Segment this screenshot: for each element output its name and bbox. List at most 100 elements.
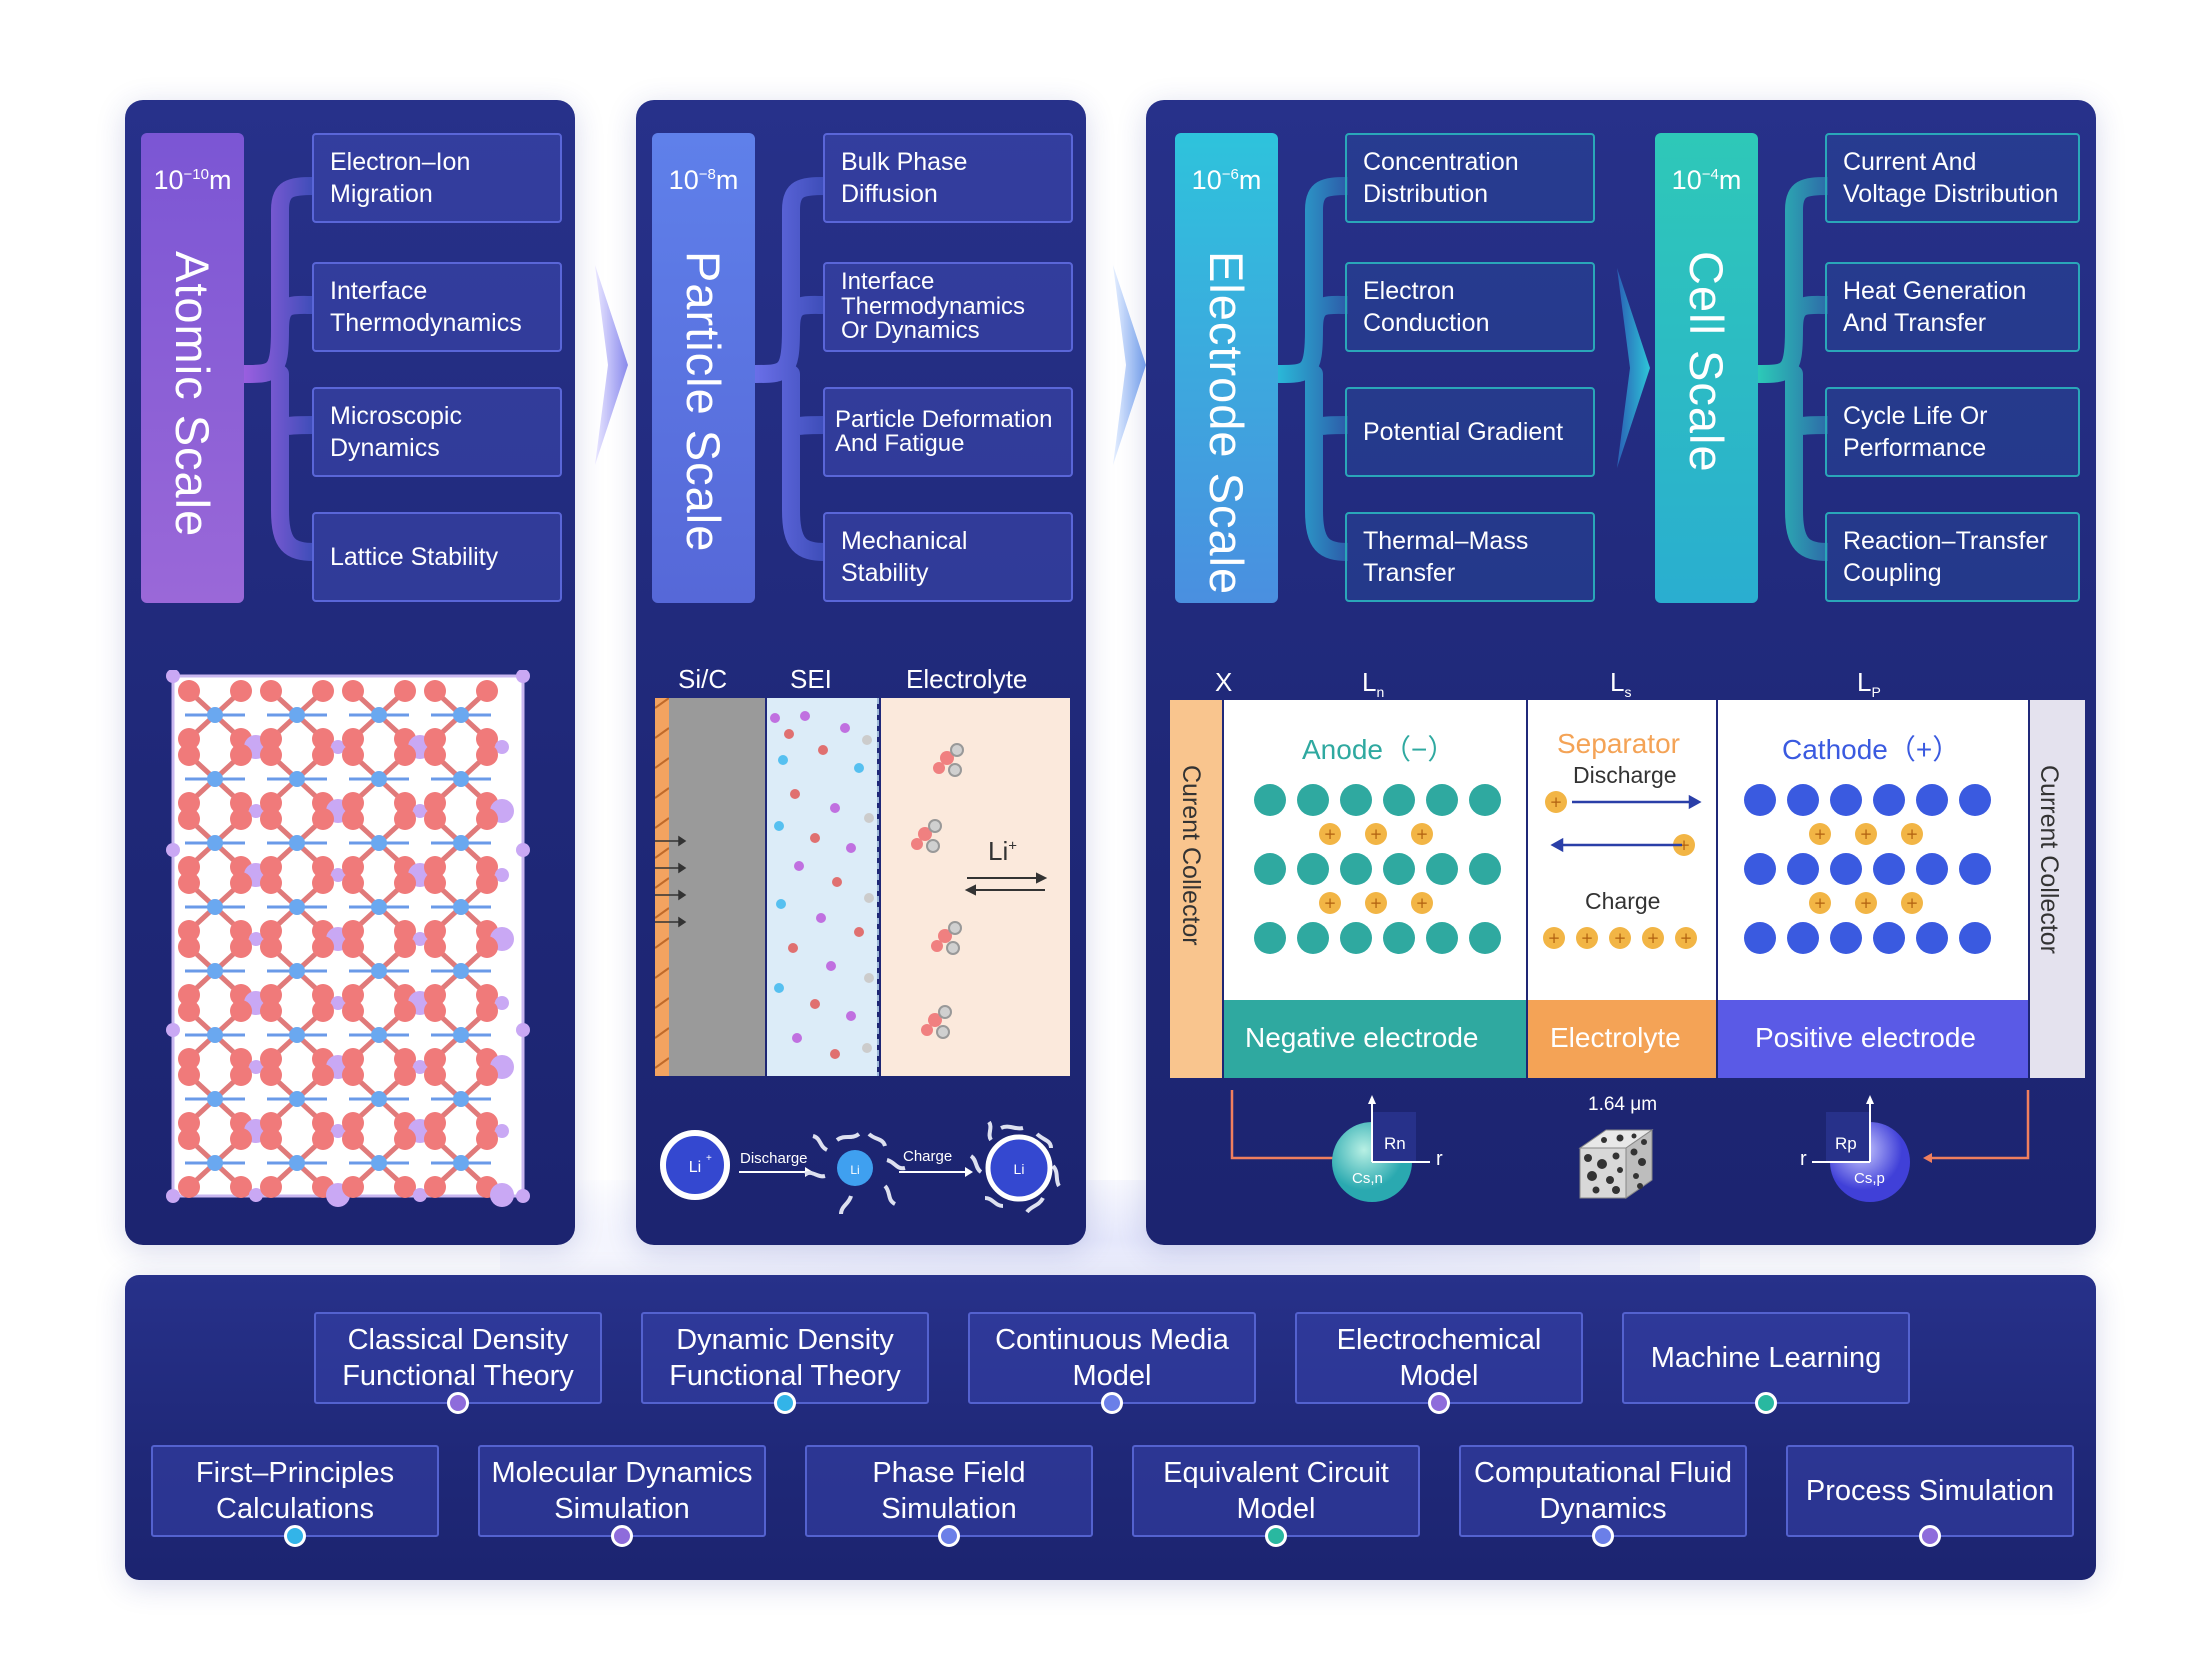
metal-atom — [371, 899, 387, 915]
oxygen-atom — [342, 872, 364, 894]
plus-icon: + — [1416, 825, 1429, 843]
oxygen-atom — [342, 728, 364, 750]
lithium-ion — [1365, 892, 1387, 914]
oxygen-atom — [476, 728, 498, 750]
label-ls: Ls — [1610, 667, 1632, 701]
oxygen-atom — [394, 792, 416, 814]
oxygen-atom — [342, 1112, 364, 1134]
method-dot — [1592, 1525, 1614, 1547]
cathode-atom — [1873, 922, 1905, 954]
battery-cell-diagram: ++++++ ++++++ +++++++ — [1170, 700, 2085, 1078]
label-sei: SEI — [790, 664, 832, 694]
oxygen-atom — [230, 920, 252, 942]
oxygen-atom — [424, 808, 446, 830]
oxygen-atom — [394, 872, 416, 894]
label-x: X — [1215, 667, 1233, 697]
method-dot — [938, 1525, 960, 1547]
oxygen-atom — [260, 1048, 282, 1070]
lithium-ion — [1411, 823, 1433, 845]
oxygen-atom — [312, 728, 334, 750]
anode-atom — [1340, 853, 1372, 885]
oxygen-atom — [342, 808, 364, 830]
label-csn: Cs,n — [1352, 1170, 1383, 1187]
plus-icon: + — [1548, 929, 1561, 947]
cathode-atom — [1916, 922, 1948, 954]
oxygen-atom — [424, 1128, 446, 1150]
metal-atom — [207, 1027, 223, 1043]
anode-atom — [1469, 784, 1501, 816]
svg-text:+: + — [706, 1153, 712, 1164]
anode-atom — [1340, 922, 1372, 954]
plus-icon: + — [1860, 825, 1873, 843]
metal-atom — [453, 963, 469, 979]
sei-particle — [864, 893, 874, 903]
method-box: Phase Field Simulation — [805, 1445, 1093, 1537]
metal-atom — [207, 707, 223, 723]
cell-item-heat-generation: Heat Generation And Transfer — [1825, 262, 2080, 352]
lithium-ion — [1319, 823, 1341, 845]
oxygen-atom — [394, 1128, 416, 1150]
sei-particle — [790, 789, 800, 799]
cathode-atom — [1830, 784, 1862, 816]
metal-atom — [289, 899, 305, 915]
oxygen-atom — [312, 984, 334, 1006]
electrode-connector — [1278, 177, 1348, 561]
anode-atom — [1297, 853, 1329, 885]
oxygen-atom — [178, 728, 200, 750]
oxygen-atom — [312, 856, 334, 878]
oxygen-atom — [312, 680, 334, 702]
anode-atom — [1340, 784, 1372, 816]
electrolyte-molecule — [926, 839, 940, 853]
lithium-ion — [1809, 892, 1831, 914]
sei-particle — [854, 763, 864, 773]
oxygen-atom — [260, 744, 282, 766]
atomic-item-lattice-stability: Lattice Stability — [312, 512, 562, 602]
lithium-ion — [1855, 823, 1877, 845]
lithium-atom — [413, 1188, 427, 1202]
oxygen-atom — [178, 1128, 200, 1150]
oxygen-atom — [260, 792, 282, 814]
lithium-atom — [331, 740, 345, 754]
sei-particle — [862, 735, 872, 745]
metal-atom — [289, 1091, 305, 1107]
oxygen-atom — [178, 744, 200, 766]
sei-particle — [778, 755, 788, 765]
particle-scale-unit: 10−8m — [668, 165, 739, 195]
anode-atom — [1297, 784, 1329, 816]
metal-atom — [207, 1091, 223, 1107]
oxygen-atom — [342, 1000, 364, 1022]
oxygen-atom — [312, 1128, 334, 1150]
anode-atom — [1254, 784, 1286, 816]
sei-particle — [862, 1043, 872, 1053]
plus-icon: + — [1906, 894, 1919, 912]
oxygen-atom — [178, 808, 200, 830]
oxygen-atom — [342, 856, 364, 878]
oxygen-atom — [230, 808, 252, 830]
metal-atom — [371, 771, 387, 787]
oxygen-atom — [230, 792, 252, 814]
electrode-item-electron-conduction: Electron Conduction — [1345, 262, 1595, 352]
plus-icon: + — [1370, 894, 1383, 912]
cathode-atom — [1873, 853, 1905, 885]
oxygen-atom — [178, 984, 200, 1006]
atomic-scale-title: Atomic Scale — [166, 251, 219, 538]
plus-icon: + — [1324, 825, 1337, 843]
oxygen-atom — [394, 936, 416, 958]
lithium-atom — [413, 932, 427, 946]
oxygen-atom — [260, 1000, 282, 1022]
crystal-lattice-image — [166, 670, 530, 1207]
oxygen-atom — [424, 984, 446, 1006]
cell-item-current-voltage: Current And Voltage Distribution — [1825, 133, 2080, 223]
metal-atom — [371, 1027, 387, 1043]
electrolyte-molecule — [948, 763, 962, 777]
cell-item-cycle-life: Cycle Life Or Performance — [1825, 387, 2080, 477]
lithium-atom — [490, 1183, 514, 1207]
method-dot — [1428, 1392, 1450, 1414]
oxygen-atom — [476, 856, 498, 878]
metal-atom — [453, 835, 469, 851]
anode-atom — [1383, 784, 1415, 816]
cathode-atom — [1787, 784, 1819, 816]
electrolyte-molecule — [950, 743, 964, 757]
label-current-collector-right: Current Collector — [2035, 765, 2063, 954]
oxygen-atom — [394, 920, 416, 942]
